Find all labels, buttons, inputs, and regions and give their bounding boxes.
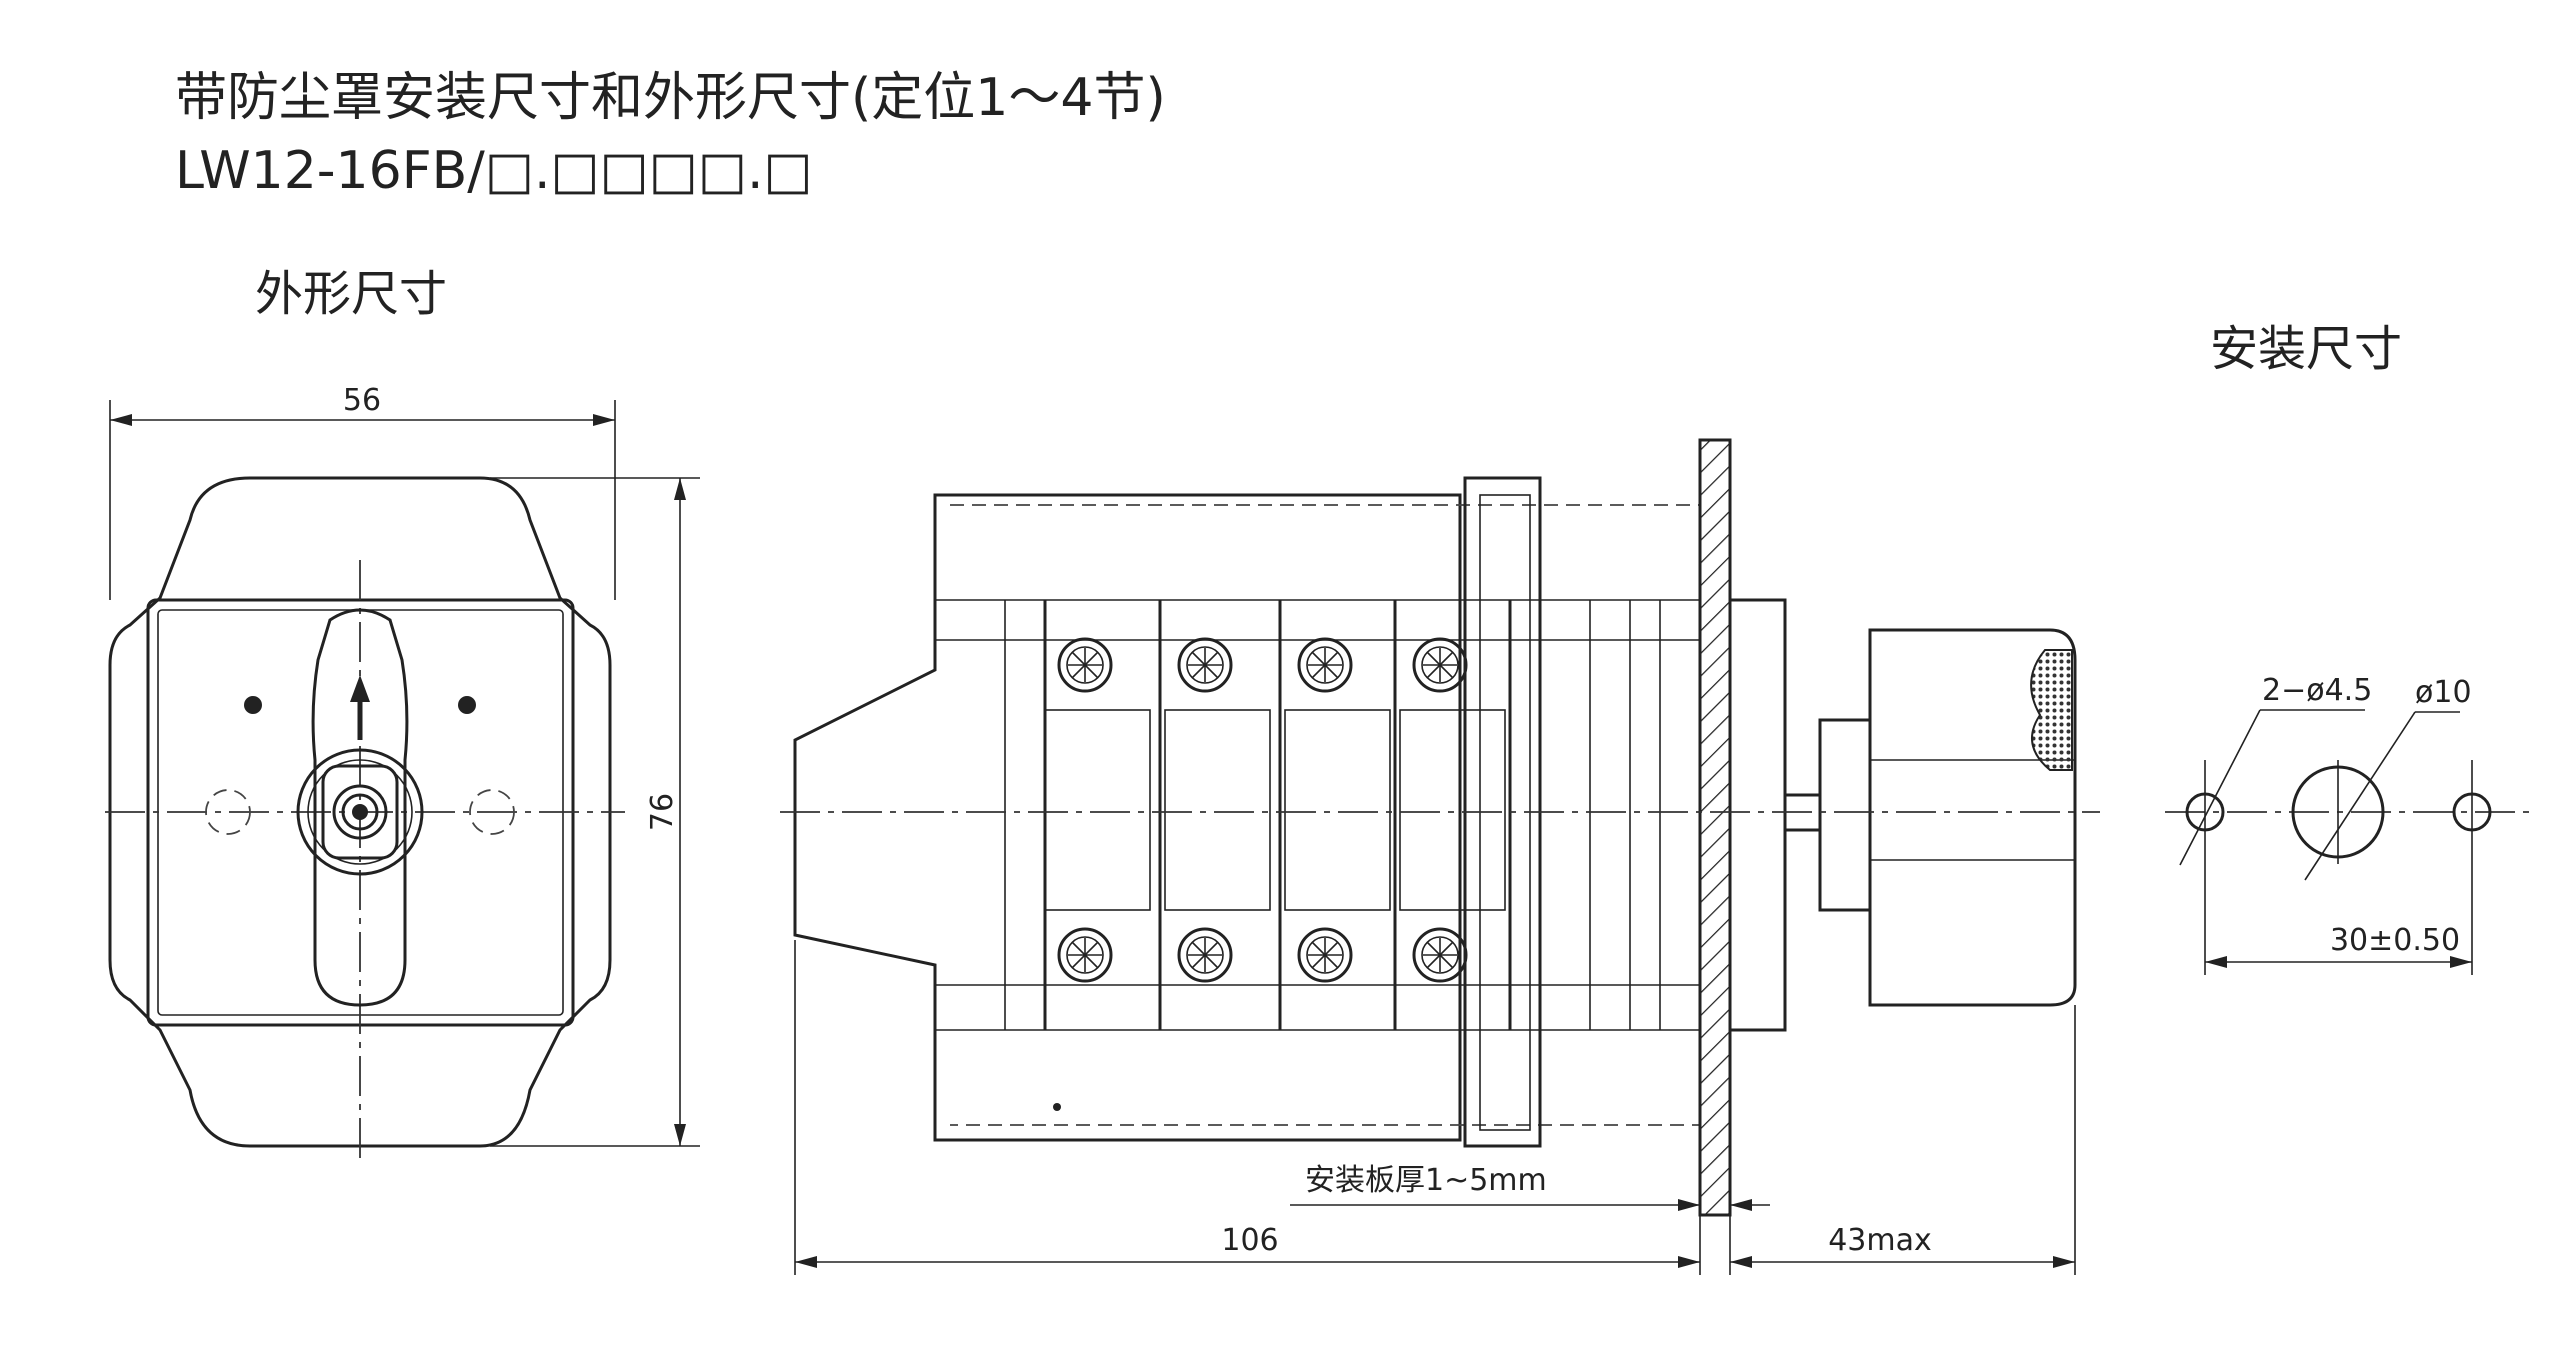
small-hole-label: 2−ø4.5	[2262, 673, 2372, 708]
mount-heading: 安装尺寸	[2210, 321, 2402, 377]
mounting-hole-view: 2−ø4.5 ø10 30±0.50	[2165, 673, 2530, 975]
large-hole-label: ø10	[2415, 675, 2472, 710]
protrusion-dimension: 43max	[1828, 1223, 1932, 1258]
side-view: 安装板厚1~5mm 106 43max	[780, 438, 2100, 1275]
front-view: 56 76	[105, 383, 700, 1160]
small-mount-hole-right	[2452, 792, 2492, 832]
drawing-title: 带防尘罩安装尺寸和外形尺寸(定位1～4节)	[175, 68, 1166, 128]
height-dimension: 76	[645, 793, 680, 831]
panel-thickness-note: 安装板厚1~5mm	[1305, 1163, 1547, 1198]
width-dimension: 56	[343, 383, 381, 418]
outline-heading: 外形尺寸	[255, 266, 447, 322]
small-mount-hole-left	[2185, 792, 2225, 832]
model-number: LW12-16FB/□.□□□□.□	[175, 141, 813, 201]
length-dimension: 106	[1221, 1223, 1278, 1258]
hole-spacing-label: 30±0.50	[2330, 923, 2460, 958]
